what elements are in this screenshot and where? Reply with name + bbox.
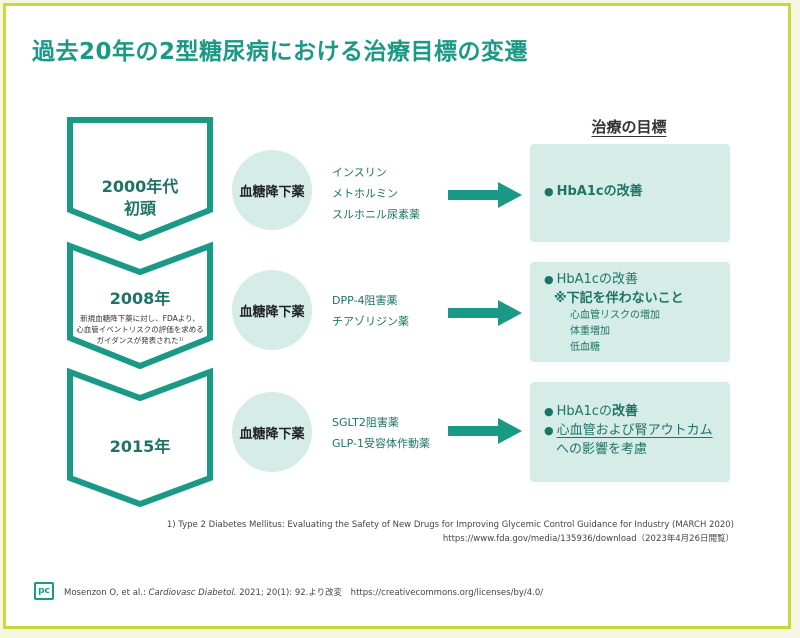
drug-item: スルホニル尿素薬 [332,208,420,221]
chevron-2008-shape [67,241,213,370]
goal-condition-item: 心血管リスクの増加 [570,310,660,321]
chevron-2000s [67,117,213,242]
drug-item: DPP-4阻害薬 [332,294,398,307]
footnote-line: 1) Type 2 Diabetes Mellitus: Evaluating … [166,520,734,530]
bullet-icon: ● [544,273,554,286]
goal-condition-item: 低血糖 [570,342,600,353]
citation-authors: Mosenzon O, et al.: [64,588,149,598]
goal-text: HbA1cの改善 [556,272,638,287]
bullet-icon: ● [544,185,554,198]
goal-text: HbA1cの [556,404,612,419]
drug-item: メトホルミン [332,187,398,200]
era-2008-note-line: 新規血糖降下薬に対し、FDAより、 [80,314,200,323]
goal-text-emphasis: 改善 [611,404,638,419]
era-2008: 2008年 新規血糖降下薬に対し、FDAより、 心血管イベントリスクの評価を求め… [65,288,215,346]
era-2015: 2015年 [65,436,215,458]
drug-item: GLP-1受容体作動薬 [332,437,431,450]
era-2015-year: 2015年 [109,437,171,456]
goal-text: HbA1cの改善 [556,184,643,199]
citation-details: 2021; 20(1): 92.より改変 https://creativecom… [236,588,544,598]
drug-item: チアゾリジン薬 [332,315,409,328]
drug-class-circle: 血糖降下薬 [232,392,312,472]
goal-box-2015: ●HbA1cの改善 ●心血管および腎アウトカム への影響を考慮 [530,382,730,482]
era-2008-note-line: 心血管イベントリスクの評価を求める [76,325,204,334]
pc-logo-icon: pc [34,582,54,600]
era-2000s: 2000年代 初頭 [65,176,215,220]
footnote: 1) Type 2 Diabetes Mellitus: Evaluating … [167,518,734,546]
drug-list-2008: DPP-4阻害薬 チアゾリジン薬 [332,290,409,332]
drug-class-circle: 血糖降下薬 [232,150,312,230]
goals-column-header: 治療の目標 [591,118,667,136]
drug-item: インスリン [332,166,387,179]
era-2000s-year-sub: 初頭 [123,199,156,218]
arrow-right-icon [448,300,522,326]
drug-item: SGLT2阻害薬 [332,416,399,429]
drug-class-circle: 血糖降下薬 [232,270,312,350]
goal-text: への影響を考慮 [556,442,648,457]
bullet-icon: ● [544,405,554,418]
source-citation: Mosenzon O, et al.: Cardiovasc Diabetol.… [64,586,543,598]
era-2000s-year: 2000年代 [101,177,179,196]
arrow-right-icon [448,182,522,208]
goal-box-2000s: ●HbA1cの改善 [530,144,730,242]
era-2008-note-line: ガイダンスが発表された¹⁾ [96,336,184,345]
slide-title: 過去20年の2型糖尿病における治療目標の変遷 [32,39,529,65]
goal-text-underlined: 心血管および腎アウトカム [556,423,713,438]
era-2008-year: 2008年 [109,289,171,308]
chevron-2015 [67,367,213,508]
footnote-link: https://www.fda.gov/media/135936/downloa… [442,534,734,544]
arrow-right-icon [448,418,522,444]
goal-box-2008: ●HbA1cの改善 ※下記を伴わないこと 心血管リスクの増加 体重増加 低血糖 [530,262,730,362]
era-2008-note: 新規血糖降下薬に対し、FDAより、 心血管イベントリスクの評価を求める ガイダン… [65,313,215,346]
drug-list-2000s: インスリン メトホルミン スルホニル尿素薬 [332,162,420,225]
goal-condition-item: 体重増加 [570,326,610,337]
drug-list-2015: SGLT2阻害薬 GLP-1受容体作動薬 [332,412,430,454]
goal-condition-heading: ※下記を伴わないこと [554,291,684,306]
citation-journal: Cardiovasc Diabetol. [148,588,237,598]
bullet-icon: ● [544,424,554,437]
